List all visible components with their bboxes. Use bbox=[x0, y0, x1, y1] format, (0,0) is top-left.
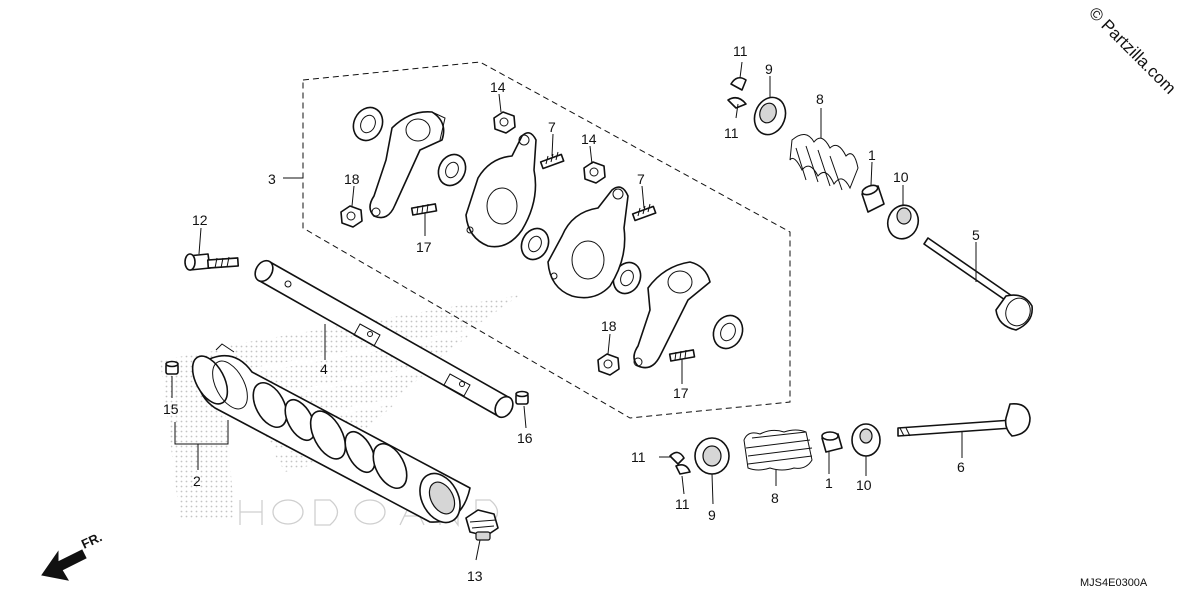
callout-18a: 18 bbox=[344, 171, 360, 187]
callout-8b: 8 bbox=[771, 490, 779, 506]
callout-9b: 9 bbox=[708, 507, 716, 523]
callout-15: 15 bbox=[163, 401, 179, 417]
callout-14a: 14 bbox=[490, 79, 506, 95]
cotter-11c bbox=[669, 451, 685, 465]
rocker-arm-assembly-outline bbox=[283, 61, 791, 419]
screw-7a bbox=[539, 151, 565, 170]
dowel-pin-16 bbox=[515, 390, 529, 405]
screw-17a bbox=[410, 203, 438, 216]
callout-7b: 7 bbox=[637, 171, 645, 187]
callouts: 11 11 9 8 1 10 5 14 7 14 7 3 18 17 12 18… bbox=[163, 43, 980, 584]
cotter-11a bbox=[730, 76, 747, 91]
washer-2 bbox=[437, 153, 467, 187]
callout-18b: 18 bbox=[601, 318, 617, 334]
callout-11b: 11 bbox=[724, 125, 739, 141]
front-direction-indicator: FR. bbox=[41, 529, 104, 581]
callout-2: 2 bbox=[193, 473, 201, 489]
upper-valve-train bbox=[727, 76, 1033, 331]
camshaft-2 bbox=[191, 343, 471, 524]
callout-10b: 10 bbox=[856, 477, 872, 493]
valve-6 bbox=[897, 402, 1031, 437]
callout-4: 4 bbox=[320, 361, 328, 377]
seat-10a bbox=[886, 204, 920, 240]
callout-11c: 11 bbox=[631, 449, 646, 465]
callout-12: 12 bbox=[192, 212, 208, 228]
rocker-shaft-4 bbox=[254, 259, 514, 419]
seal-1a bbox=[861, 184, 885, 213]
callout-5: 5 bbox=[972, 227, 980, 243]
callout-17a: 17 bbox=[416, 239, 432, 255]
callout-11d: 11 bbox=[675, 496, 690, 512]
callout-14b: 14 bbox=[581, 131, 597, 147]
callout-3: 3 bbox=[268, 171, 276, 187]
valve-5 bbox=[923, 237, 1033, 331]
plug-13 bbox=[465, 509, 499, 541]
callout-1b: 1 bbox=[825, 475, 833, 491]
rocker-arm-3 bbox=[547, 186, 629, 299]
cotter-11b bbox=[727, 96, 747, 109]
washer-3 bbox=[520, 227, 550, 261]
spring-8a bbox=[789, 134, 859, 191]
nut-18a bbox=[340, 205, 363, 228]
washer-1 bbox=[352, 106, 384, 142]
retainer-9b bbox=[694, 437, 730, 475]
washer-5 bbox=[712, 314, 744, 350]
callout-11a: 11 bbox=[733, 43, 748, 59]
callout-6: 6 bbox=[957, 459, 965, 475]
callout-17b: 17 bbox=[673, 385, 689, 401]
nut-18b bbox=[597, 353, 620, 376]
rocker-arm-2 bbox=[465, 132, 537, 248]
direction-label: FR. bbox=[79, 529, 104, 551]
bolt-12 bbox=[184, 253, 240, 271]
callout-13: 13 bbox=[467, 568, 483, 584]
front-arrow-icon bbox=[41, 549, 87, 581]
screw-17b bbox=[668, 349, 696, 362]
callout-7a: 7 bbox=[548, 119, 556, 135]
callout-16: 16 bbox=[517, 430, 533, 446]
dowel-pin-15 bbox=[165, 360, 179, 375]
rocker-arms bbox=[340, 106, 744, 376]
nut-14a bbox=[493, 111, 516, 134]
seat-10b bbox=[851, 423, 881, 457]
spring-8b bbox=[743, 429, 813, 471]
lower-valve-train bbox=[669, 402, 1031, 475]
nut-14b bbox=[583, 161, 606, 184]
callout-8a: 8 bbox=[816, 91, 824, 107]
watermark-text: © Partzilla.com bbox=[1085, 3, 1179, 97]
seal-1b bbox=[821, 431, 843, 453]
diagram-code: MJS4E0300A bbox=[1080, 577, 1148, 589]
callout-9a: 9 bbox=[765, 61, 773, 77]
rocker-arm-4 bbox=[633, 261, 711, 369]
rocker-arm-1 bbox=[369, 111, 446, 219]
retainer-9a bbox=[753, 96, 787, 136]
callout-1a: 1 bbox=[868, 147, 876, 163]
screw-7b bbox=[631, 203, 657, 222]
leader-lines bbox=[171, 61, 977, 561]
callout-10a: 10 bbox=[893, 169, 909, 185]
cotter-11d bbox=[675, 464, 691, 475]
